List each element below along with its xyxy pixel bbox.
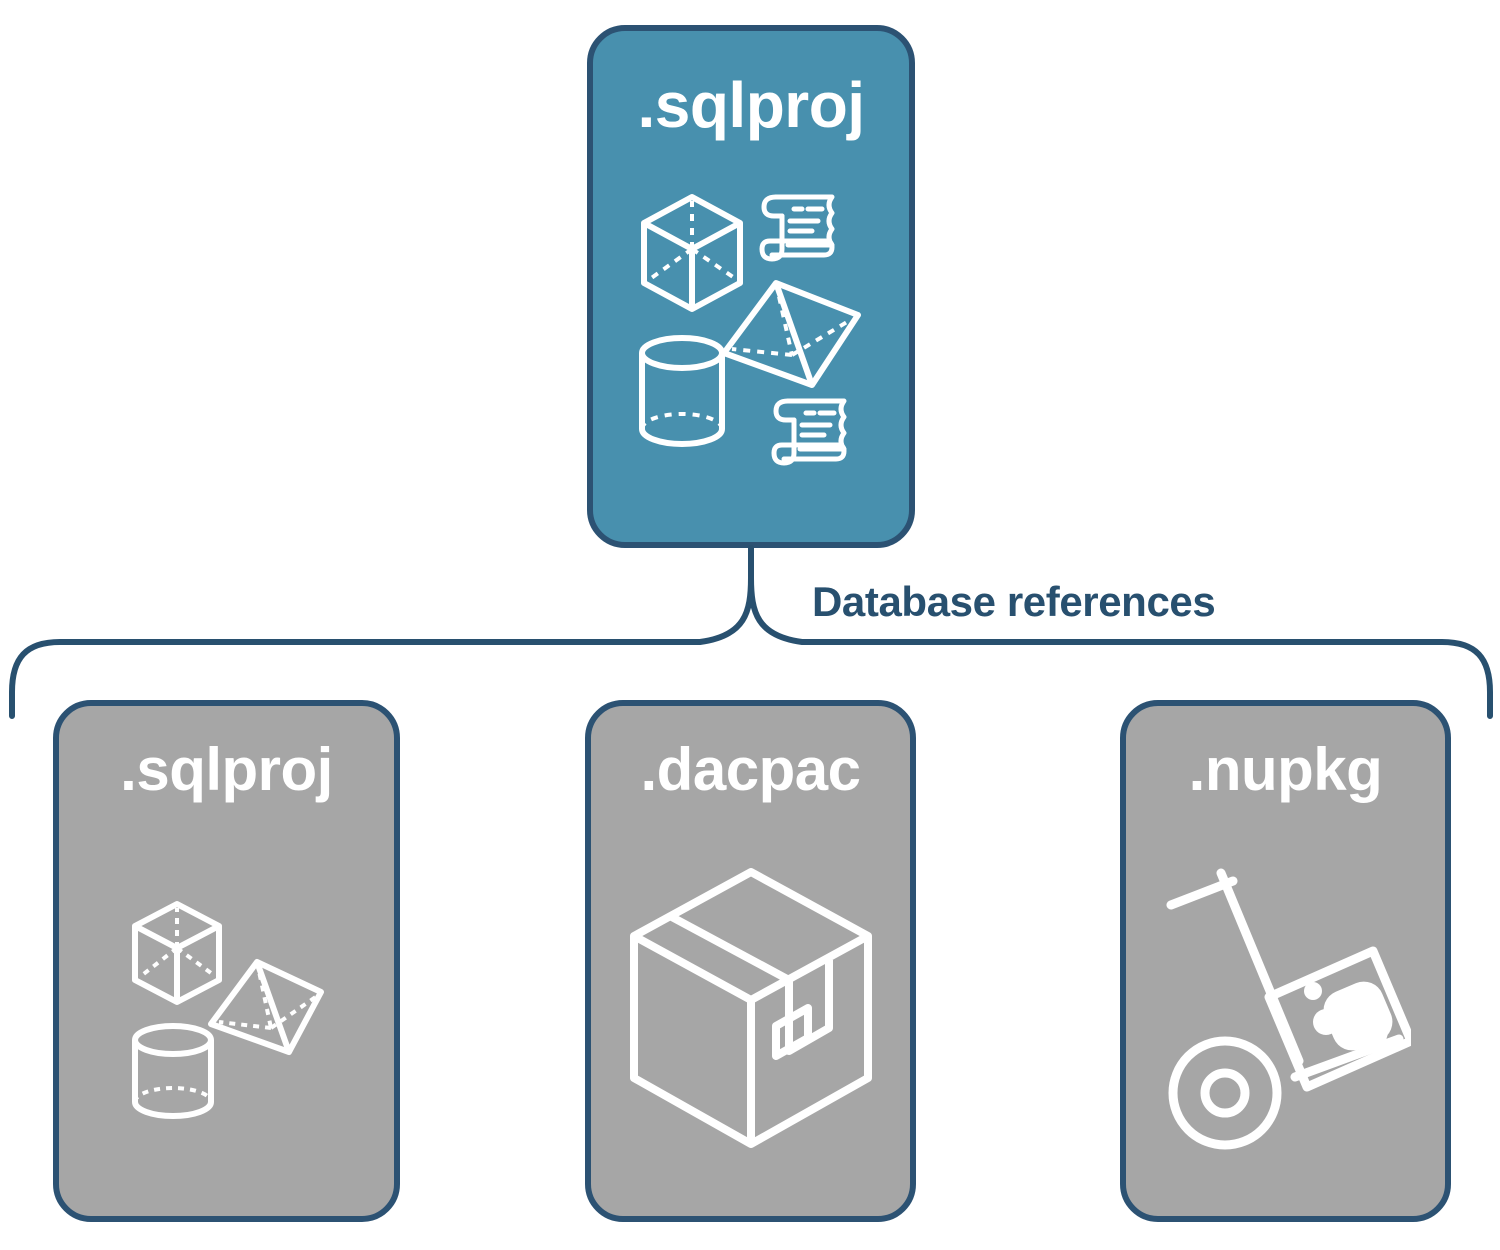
cube-hidden-edges bbox=[139, 908, 216, 978]
scroll-icon bbox=[771, 398, 847, 465]
hand-truck-hub-icon bbox=[1200, 1068, 1249, 1118]
package-box-icon bbox=[629, 867, 872, 1148]
nuget-package-icon bbox=[1264, 946, 1411, 1092]
scroll-icon bbox=[759, 194, 835, 261]
cylinder-icon bbox=[639, 334, 725, 447]
node-child-nupkg[interactable]: .nupkg bbox=[1120, 700, 1451, 1222]
connector-label: Database references bbox=[812, 578, 1216, 625]
node-child-nupkg-title: .nupkg bbox=[1188, 736, 1383, 803]
nuget-logo-icon bbox=[1303, 981, 1392, 1051]
pyramid-icon bbox=[721, 279, 861, 388]
node-root-title: .sqlproj bbox=[637, 69, 865, 141]
hand-truck-wheel-icon bbox=[1168, 1036, 1281, 1150]
curly-brace-icon bbox=[9, 545, 754, 719]
curly-brace-icon-right bbox=[748, 545, 1493, 719]
node-child-sqlproj-artwork bbox=[59, 806, 394, 1216]
pyramid-hidden-edges bbox=[218, 961, 318, 1030]
node-child-sqlproj-title: .sqlproj bbox=[120, 736, 333, 803]
cylinder-hidden-edge bbox=[640, 411, 724, 429]
pyramid-icon bbox=[207, 959, 324, 1055]
cylinder-hidden-edge bbox=[132, 1086, 213, 1103]
package-label-icon bbox=[771, 1003, 812, 1060]
cube-hidden-edges bbox=[648, 200, 738, 281]
node-child-nupkg-artwork bbox=[1126, 800, 1445, 1216]
pyramid-hidden-edges bbox=[731, 282, 854, 357]
node-child-sqlproj[interactable]: .sqlproj bbox=[53, 700, 400, 1222]
cube-icon bbox=[641, 193, 743, 312]
node-root-sqlproj[interactable]: .sqlproj bbox=[587, 25, 915, 548]
node-child-dacpac[interactable]: .dacpac bbox=[585, 700, 916, 1222]
node-child-dacpac-artwork bbox=[591, 800, 910, 1216]
node-root-artwork bbox=[593, 131, 909, 542]
cylinder-icon bbox=[131, 1023, 214, 1119]
node-child-dacpac-title: .dacpac bbox=[640, 736, 861, 803]
